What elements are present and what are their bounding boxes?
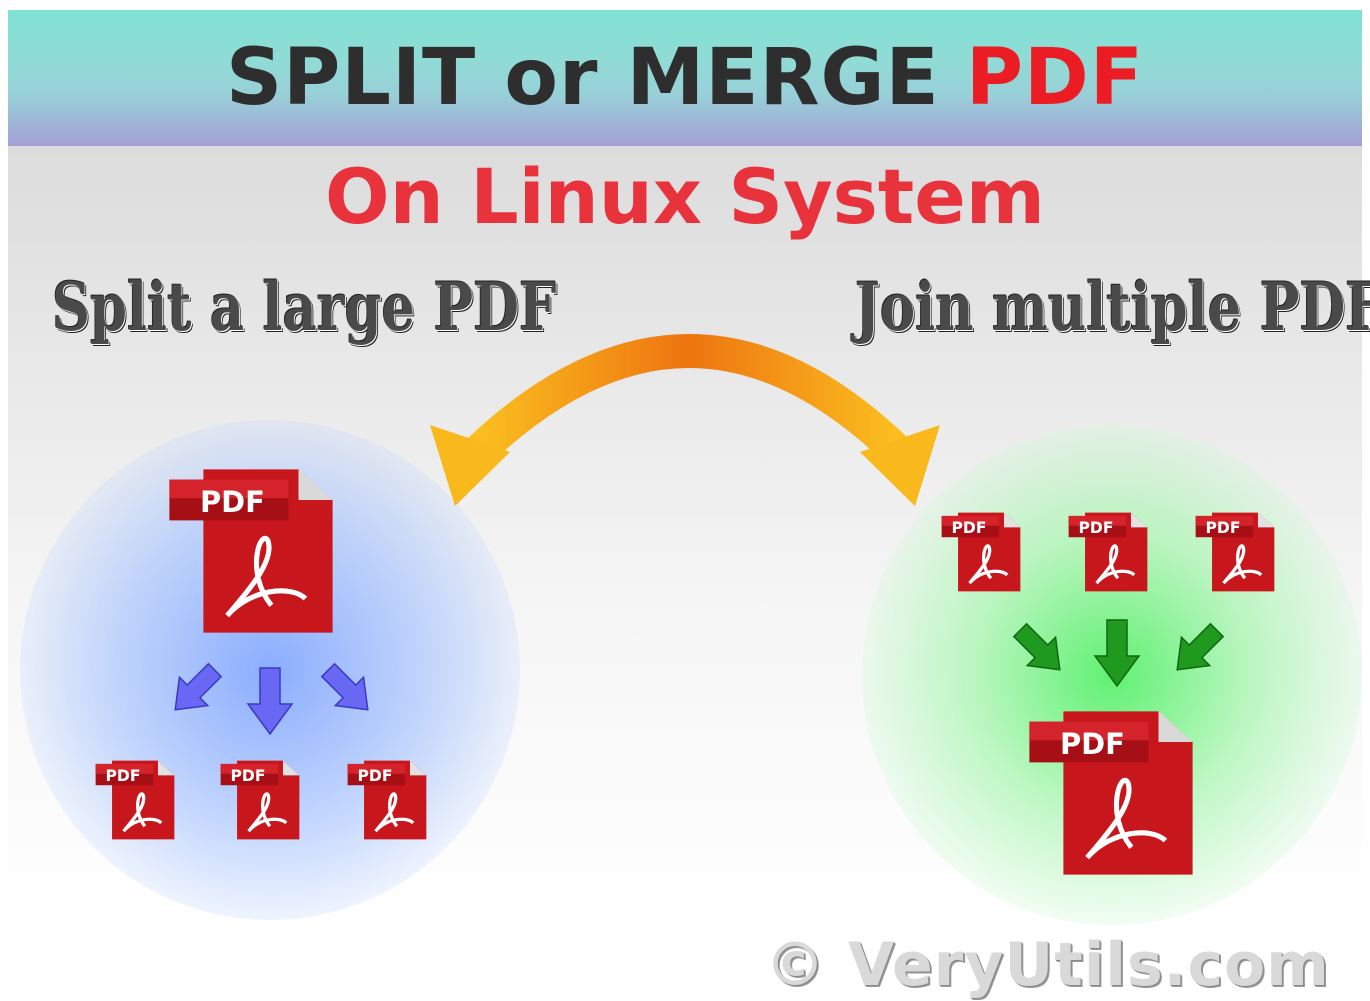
pdf-badge-label: PDF <box>951 519 986 537</box>
pdf-file-icon: PDF <box>940 510 1022 594</box>
subtitle: On Linux System <box>325 152 1045 241</box>
pdf-badge-label: PDF <box>105 767 140 785</box>
join-label: Join multiple PDFs <box>855 268 1370 346</box>
pdf-file-icon: PDF <box>166 466 336 636</box>
page-title: SPLIT or MERGE PDF <box>226 33 1144 123</box>
split-label: Split a large PDF <box>52 268 557 346</box>
pdf-badge-label: PDF <box>1060 727 1125 761</box>
pdf-file-icon: PDF <box>1067 510 1149 594</box>
pdf-badge-label: PDF <box>357 767 392 785</box>
pdf-file-icon: PDF <box>1194 510 1276 594</box>
pdf-badge-label: PDF <box>230 767 265 785</box>
pdf-file-icon: PDF <box>94 758 176 842</box>
pdf-badge-label: PDF <box>1078 519 1113 537</box>
title-main: SPLIT or MERGE <box>225 33 940 123</box>
title-banner: SPLIT or MERGE PDF <box>8 10 1362 146</box>
pdf-file-icon: PDF <box>1026 708 1196 878</box>
pdf-file-icon: PDF <box>346 758 428 842</box>
pdf-badge-label: PDF <box>1205 519 1240 537</box>
copyright-watermark: © VeryUtils.com <box>765 930 1330 1000</box>
pdf-badge-label: PDF <box>200 485 265 519</box>
title-accent: PDF <box>965 33 1145 123</box>
pdf-file-icon: PDF <box>219 758 301 842</box>
